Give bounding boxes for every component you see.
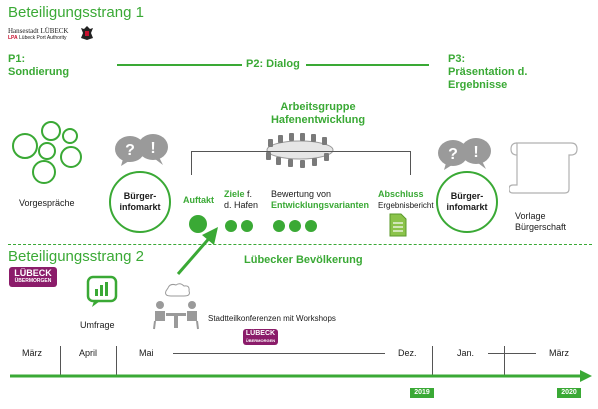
buerger1-line1: Bürger- <box>123 191 157 201</box>
ziele-label: Ziele f. d. Hafen <box>224 189 258 211</box>
luebeck-uebermorgen-logo: LÜBECK ÜBERMORGEN <box>9 267 57 287</box>
vorlage-line1: Vorlage <box>515 211 546 221</box>
phase-p3-name2: Ergebnisse <box>448 79 508 91</box>
bewertung-line2: Entwicklungsvarianten <box>271 200 370 210</box>
bewertung-dot <box>289 220 301 232</box>
jan-mar-span-line <box>488 353 536 354</box>
vorgespraeche-label: Vorgespräche <box>19 198 75 208</box>
svg-text:!: ! <box>150 140 155 157</box>
month-label: Mai <box>139 348 154 358</box>
month-label: Dez. <box>398 348 417 358</box>
svg-text:!: ! <box>473 144 478 161</box>
ring-icon <box>12 133 38 159</box>
ergebnisbericht-label: Ergebnisbericht <box>378 201 434 210</box>
logo2-line2: ÜBERMORGEN <box>14 278 52 284</box>
auftakt-label: Auftakt <box>183 195 214 205</box>
question-exclamation-bubbles-icon: ? ! <box>115 134 168 166</box>
buerger2-line1: Bürger- <box>450 191 484 201</box>
question-exclamation-bubbles-icon: ? ! <box>438 138 491 170</box>
month-label: Jan. <box>457 348 475 358</box>
workgroup-title: Arbeitsgruppe Hafenentwicklung <box>258 101 378 127</box>
phase-p3-label: P3: <box>448 53 466 65</box>
timeline-divider <box>504 346 505 376</box>
logo-line2: Lübeck Port Authority <box>19 35 67 41</box>
phase-line-right <box>306 64 429 66</box>
year-2019-badge: 2019 <box>410 388 434 398</box>
buerger1-line2: infomarkt <box>119 202 161 212</box>
ziele-green: Ziele <box>224 189 245 199</box>
umfrage-label: Umfrage <box>80 320 115 330</box>
ziele-suffix: f. <box>244 189 253 199</box>
timeline-divider <box>116 346 117 376</box>
bevoelkerung-label: Lübecker Bevölkerung <box>244 254 363 266</box>
arrow-up-icon <box>176 227 218 275</box>
phase-p1-label: P1: <box>8 53 26 65</box>
ring-icon <box>60 146 82 168</box>
phase-p1: P1: Sondierung <box>8 53 69 79</box>
phase-p3: P3: Präsentation d. Ergebnisse <box>448 53 527 92</box>
timeline-divider <box>60 346 61 376</box>
bewertung-dot <box>273 220 285 232</box>
luebeck-logo: Hansestadt LÜBECK LPA Lübeck Port Author… <box>8 26 98 41</box>
svg-text:?: ? <box>125 142 135 159</box>
eagle-crest-icon <box>81 26 93 40</box>
workshop-people-icon <box>153 283 199 330</box>
strand2-title: Beteiligungsstrang 2 <box>8 248 144 265</box>
month-label: April <box>79 348 98 358</box>
abschluss-label: Abschluss <box>378 189 424 199</box>
ziele-dot <box>225 220 237 232</box>
logo2-line1: LÜBECK <box>14 268 52 278</box>
year-2020-badge: 2020 <box>557 388 581 398</box>
bewertung-label: Bewertung von Entwicklungsvarianten <box>271 189 369 211</box>
stadtteil-label: Stadtteilkonferenzen mit Workshops <box>208 314 336 323</box>
timeline-arrow <box>10 370 592 382</box>
conference-table-icon <box>266 133 334 168</box>
vorlage-line2: Bürgerschaft <box>515 222 567 232</box>
workgroup-bracket <box>191 151 411 152</box>
strand1-title: Beteiligungsstrang 1 <box>8 4 144 21</box>
timeline-divider <box>432 346 433 376</box>
phase-p3-name1: Präsentation d. <box>448 66 528 78</box>
logo-lpa: LPA <box>8 35 18 41</box>
may-dec-span-line <box>173 353 385 354</box>
auftakt-dot <box>189 215 207 233</box>
bracket-left <box>191 151 192 175</box>
document-icon <box>389 213 407 237</box>
workgroup-line1: Arbeitsgruppe <box>280 101 356 113</box>
bewertung-line1: Bewertung von <box>271 189 332 199</box>
workgroup-line2: Hafenentwicklung <box>270 114 366 126</box>
buergerinfomarkt-1-node: Bürger- infomarkt <box>109 171 171 233</box>
phase-p2: P2: Dialog <box>246 58 300 70</box>
logo3-line1: LÜBECK <box>245 330 276 337</box>
bewertung-dot <box>305 220 317 232</box>
ziele-dot <box>241 220 253 232</box>
strand-separator <box>8 244 592 245</box>
buerger2-line2: infomarkt <box>446 202 488 212</box>
ring-icon <box>62 128 78 144</box>
buergerinfomarkt-2-node: Bürger- infomarkt <box>436 171 498 233</box>
scroll-document-icon <box>509 142 578 194</box>
phase-p1-name: Sondierung <box>8 66 70 78</box>
ring-icon <box>38 142 56 160</box>
luebeck-uebermorgen-logo-2: LÜBECK ÜBERMORGEN <box>243 329 278 345</box>
svg-text:?: ? <box>448 146 458 163</box>
ziele-line2: d. Hafen <box>224 200 259 210</box>
chat-chart-icon <box>86 275 118 307</box>
bracket-right <box>410 151 411 175</box>
ring-icon <box>32 160 56 184</box>
ring-icon <box>41 121 61 141</box>
phase-line-left <box>117 64 242 66</box>
logo3-line2: ÜBERMORGEN <box>245 338 276 343</box>
month-label: März <box>22 348 42 358</box>
vorlage-label: Vorlage Bürgerschaft <box>515 211 566 233</box>
logo-line1: Hansestadt LÜBECK <box>8 27 69 35</box>
month-label: März <box>549 348 569 358</box>
